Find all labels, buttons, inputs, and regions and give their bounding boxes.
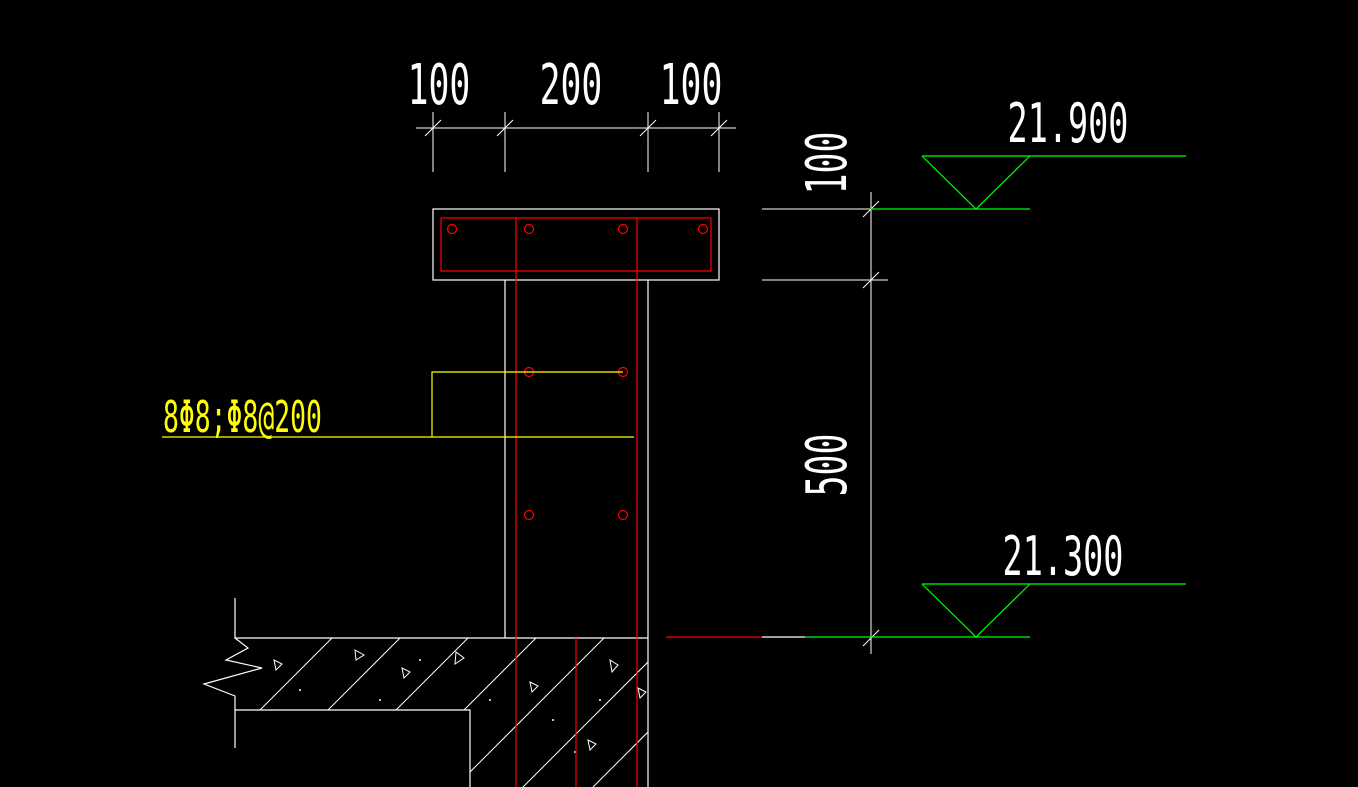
dim-cap-height: 100	[794, 132, 859, 195]
reinforcement-bars	[440, 217, 712, 787]
roof-slab-section	[202, 598, 648, 787]
dim-wall-height: 500	[794, 434, 859, 497]
parapet-wall-outline	[504, 280, 649, 787]
rebar-label: 8Φ8;Φ8@200	[163, 391, 322, 443]
dim-top-right: 100	[660, 52, 723, 117]
vertical-dimension-chain	[762, 192, 888, 654]
dim-top-left: 100	[408, 52, 471, 117]
elevation-mark-bottom	[805, 583, 1186, 638]
rebar-leader	[162, 371, 634, 438]
dim-top-middle: 200	[540, 52, 603, 117]
rebar-dots	[446, 223, 709, 521]
elevation-top-value: 21.900	[1008, 92, 1129, 156]
top-dimension-chain	[416, 112, 736, 172]
parapet-cap-outline	[432, 208, 720, 281]
elevation-bottom-value: 21.300	[1003, 525, 1124, 589]
elevation-mark-top	[870, 155, 1186, 210]
